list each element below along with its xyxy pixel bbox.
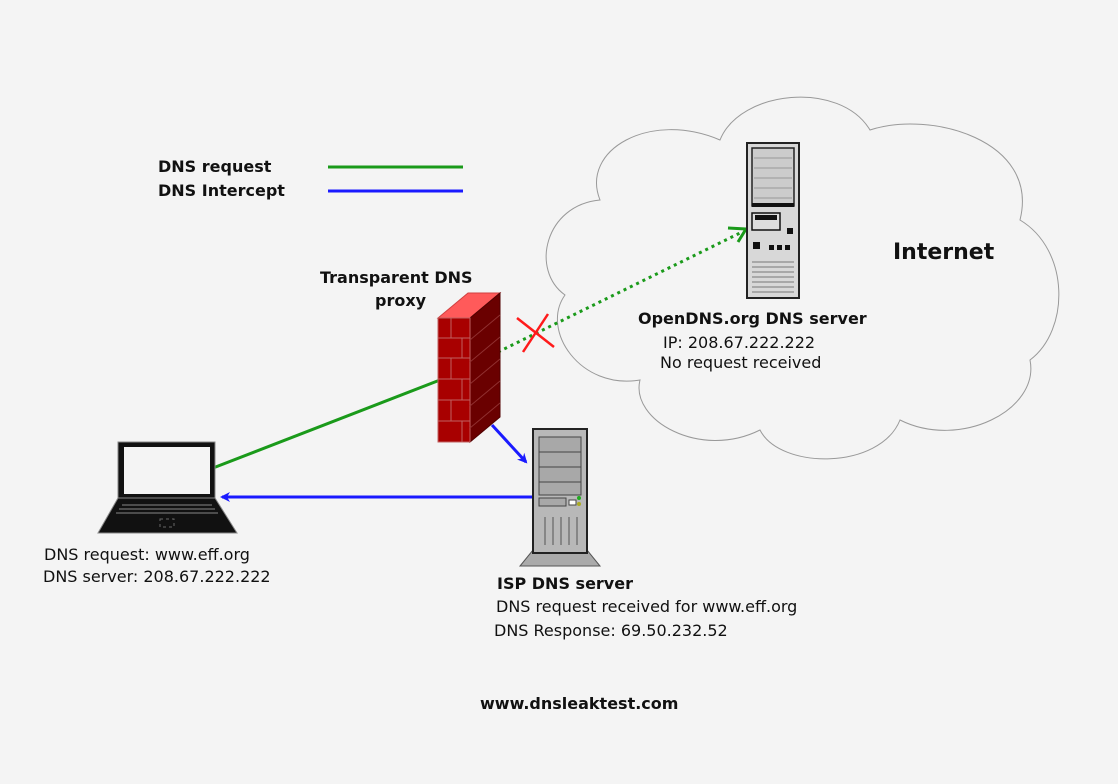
isp-server-icon <box>518 428 602 567</box>
opendns-title: OpenDNS.org DNS server <box>638 309 867 328</box>
internet-label: Internet <box>893 240 995 265</box>
laptop-icon <box>97 441 238 534</box>
isp-title: ISP DNS server <box>497 574 633 593</box>
internet-cloud <box>545 96 1060 460</box>
client-server: DNS server: 208.67.222.222 <box>43 567 271 586</box>
footer-site: www.dnsleaktest.com <box>480 694 679 713</box>
legend-request-label: DNS request <box>158 157 272 176</box>
isp-received: DNS request received for www.eff.org <box>496 597 798 616</box>
opendns-server-icon <box>746 142 800 299</box>
legend-intercept-label: DNS Intercept <box>158 181 285 200</box>
client-request: DNS request: www.eff.org <box>44 545 250 564</box>
dns-request-line <box>212 378 441 470</box>
proxy-label-line2: proxy <box>375 291 427 310</box>
firewall-icon <box>436 291 502 444</box>
opendns-status: No request received <box>660 353 822 372</box>
proxy-label-line1: Transparent DNS <box>320 268 473 287</box>
isp-response: DNS Response: 69.50.232.52 <box>494 621 728 640</box>
intercept-line-to-isp <box>490 423 528 464</box>
opendns-ip: IP: 208.67.222.222 <box>663 333 816 352</box>
blocked-x-icon <box>516 313 555 353</box>
blocked-request-line <box>497 231 741 354</box>
